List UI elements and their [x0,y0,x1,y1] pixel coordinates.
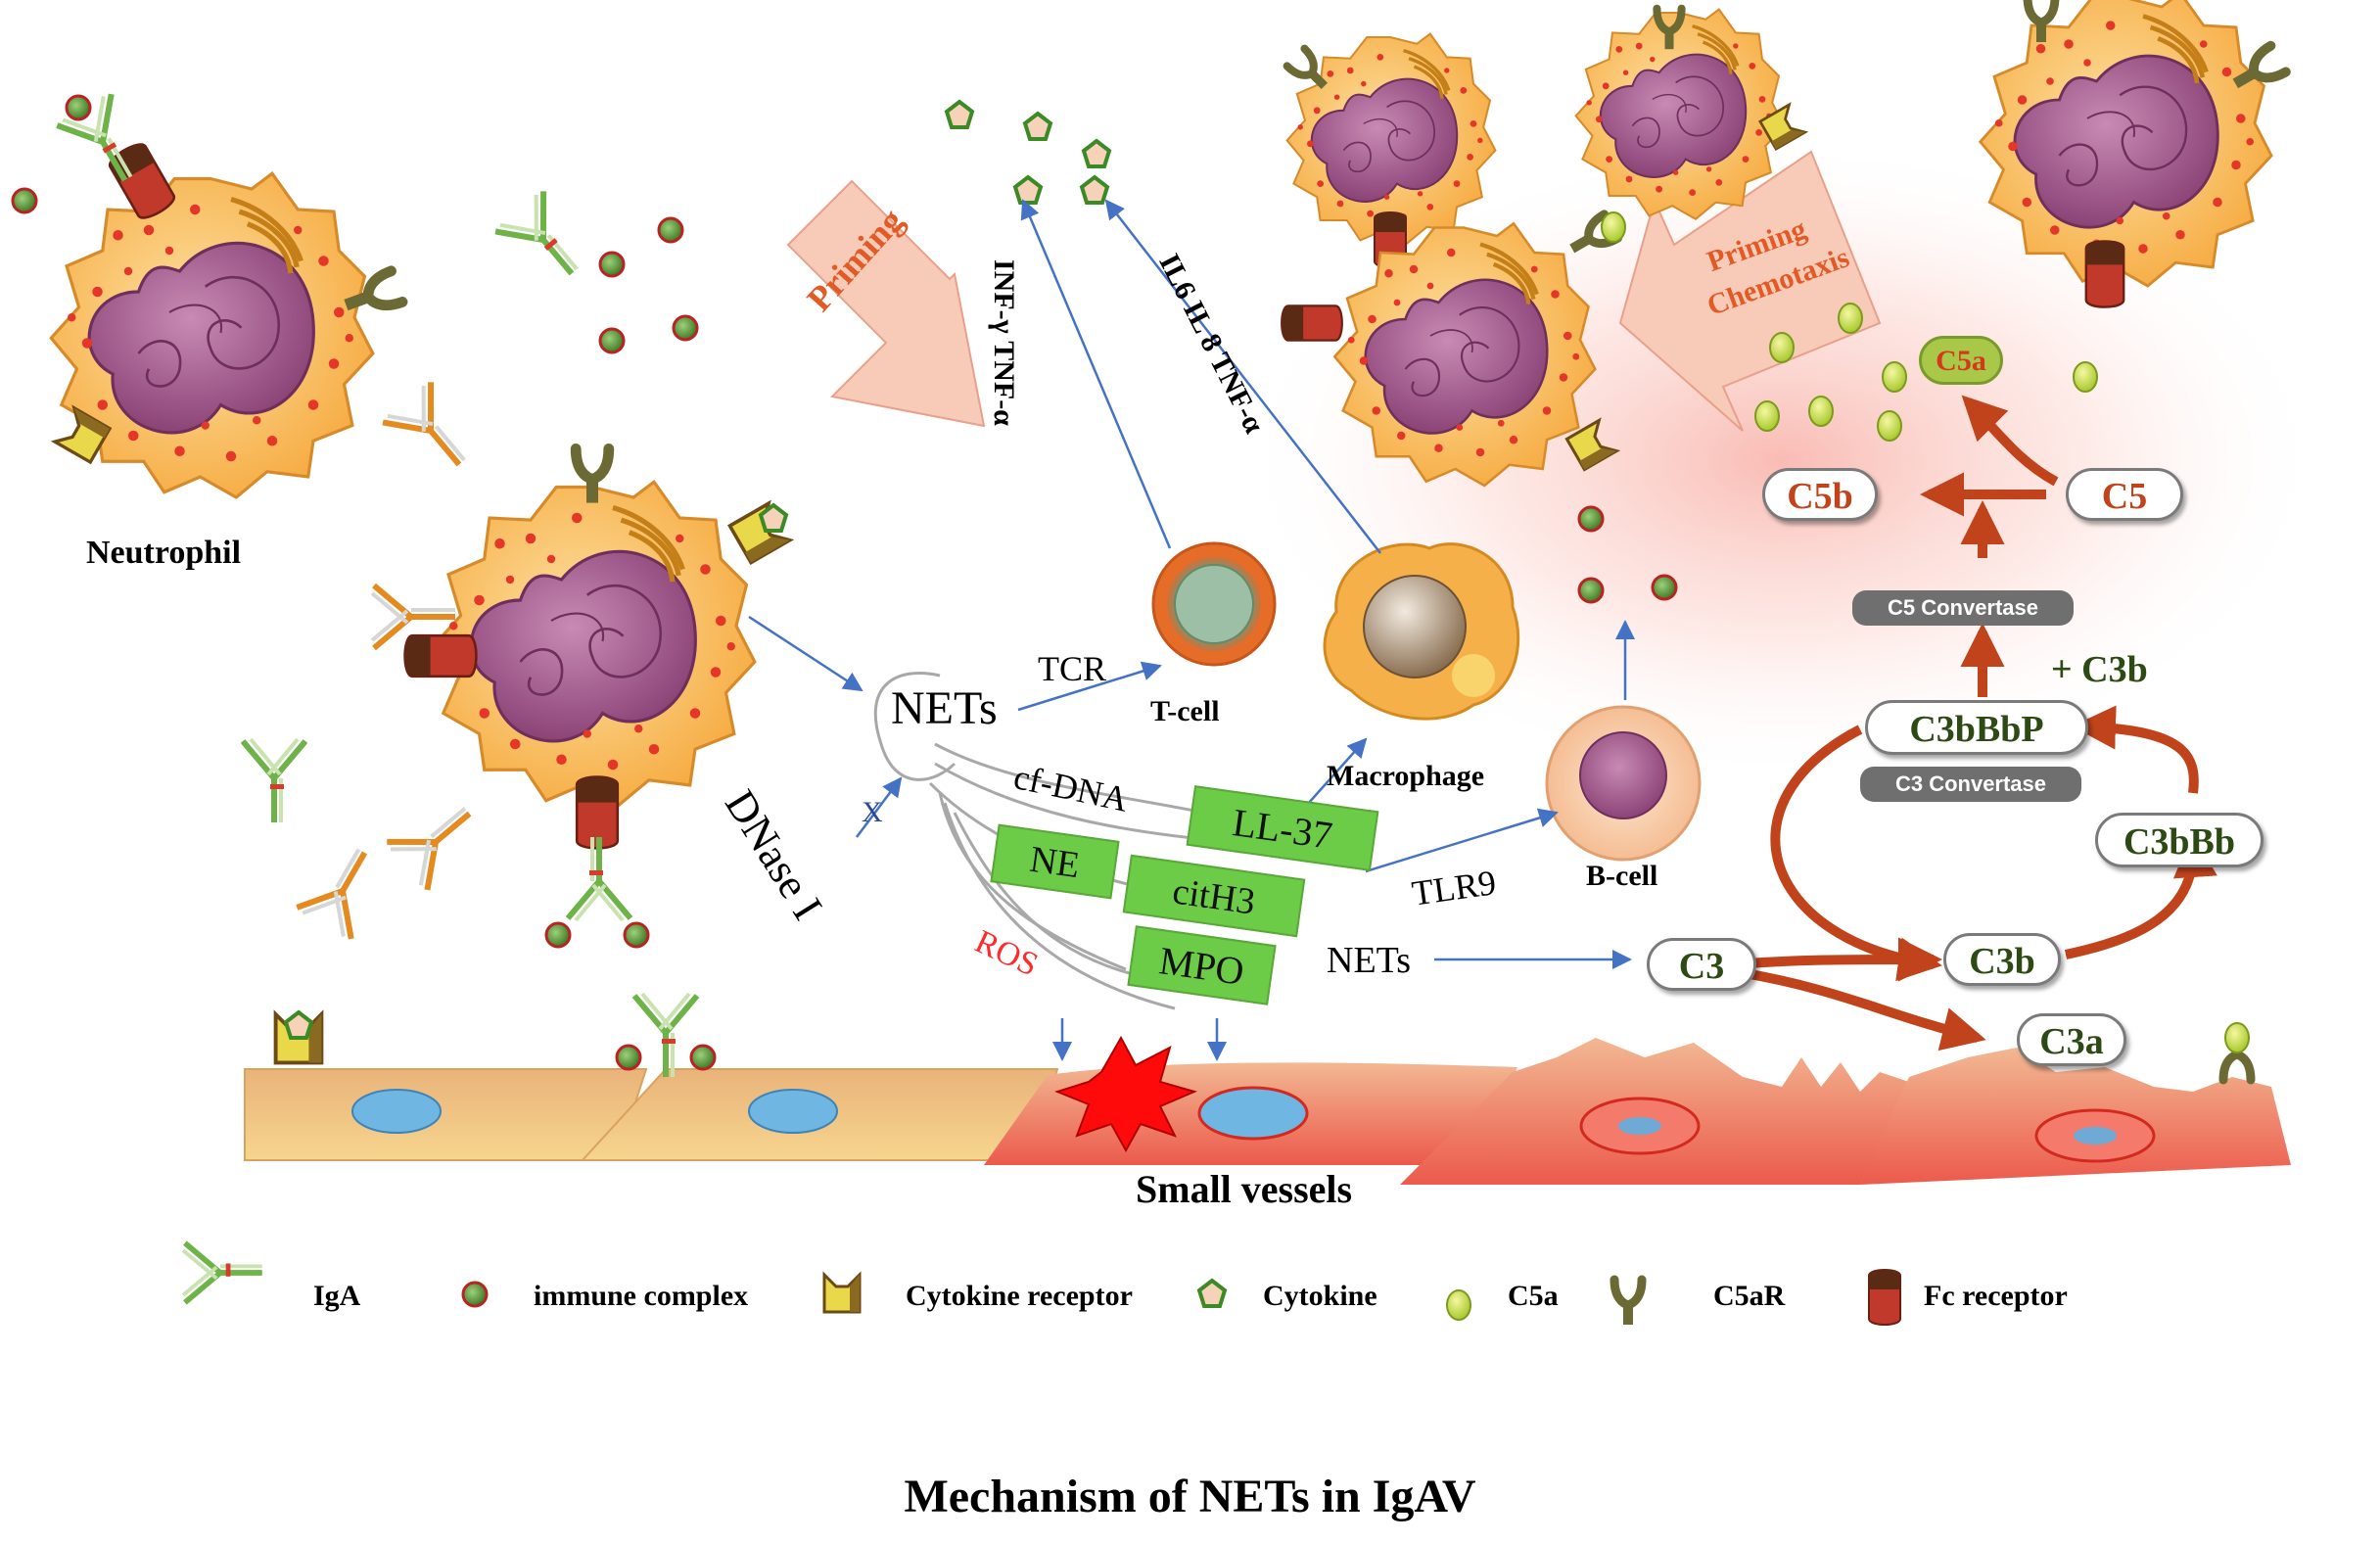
cytokine-receptor-icon [822,1273,862,1314]
iga-icon [183,1243,262,1303]
fc-receptor-icon [1868,1269,1901,1326]
legend-immune-complex-label: immune complex [534,1280,749,1312]
c5a-node: C5a [1919,336,2003,385]
immune-complex-icon [461,1281,489,1308]
c3bbb-node: C3bBb [2095,813,2263,867]
legend-iga-label: IgA [313,1280,361,1312]
c3-node: C3 [1647,938,1756,991]
legend-c5a-label: C5a [1508,1280,1559,1312]
priming-arrow-right [1618,150,1882,432]
t-cell [1151,541,1277,667]
macrophage-label: Macrophage [1327,760,1485,792]
legend-cytokine-label: Cytokine [1263,1280,1377,1312]
c5-node: C5 [2066,468,2183,521]
small-vessels [244,1038,2291,1185]
macrophage [1323,542,1520,721]
c3a-node: C3a [2017,1013,2126,1066]
figure-title: Mechanism of NETs in IgAV [904,1471,1476,1522]
plus-c3b-label: + C3b [2051,649,2148,690]
t-cell-label: T-cell [1150,695,1220,727]
ros-damage-burst [1054,1035,1197,1153]
block-x-mark: X [862,796,883,828]
tcr-label: TCR [1038,649,1107,688]
c5ar-icon [1614,1280,1642,1325]
c5b-node: C5b [1762,468,1878,521]
neutrophil-top-left [11,92,402,497]
cytokines-t-cell-label: INF-γ TNF-α [988,259,1020,426]
nets-label: NETs [891,682,998,734]
small-vessels-label: Small vessels [1136,1167,1353,1211]
nets-complement-label: NETs [1327,940,1412,981]
free-cytokines [945,100,1111,205]
neutrophil-label: Neutrophil [86,535,242,571]
c3b-node: C3b [1943,933,2061,986]
c5-convertase-bar: C5 Convertase [1852,590,2074,626]
c3-convertase-bar: C3 Convertase [1860,767,2081,802]
c5a-icon [1446,1289,1471,1321]
legend-c5ar-label: C5aR [1713,1280,1786,1312]
legend-cytokine-receptor-label: Cytokine receptor [906,1280,1133,1312]
b-cell [1545,705,1702,862]
priming-arrow-left [786,179,986,428]
c3bbbp-node: C3bBbP [1865,700,2088,755]
b-cell-label: B-cell [1586,860,1658,892]
neutrophil-center [372,448,792,949]
legend-fc-receptor-label: Fc receptor [1924,1280,2068,1312]
cytokine-icon [1197,1279,1227,1308]
